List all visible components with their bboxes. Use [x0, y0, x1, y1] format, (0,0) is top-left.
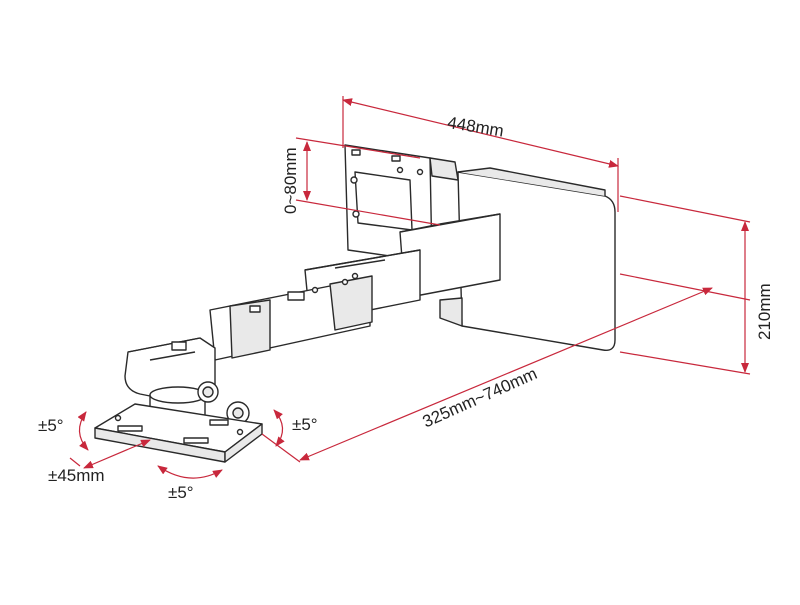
- vertical-adjust-dimension: [295, 137, 441, 226]
- height-label: 210mm: [755, 283, 774, 340]
- dimension-lines: [69, 96, 751, 479]
- swivel-arc: [157, 465, 223, 479]
- shift-label: ±45mm: [48, 466, 105, 485]
- tilt-left-arc: [77, 411, 89, 451]
- height-dimension: [619, 195, 751, 375]
- width-dimension: [342, 96, 619, 212]
- shift-dimension: [69, 439, 151, 469]
- base-plate: [94, 403, 263, 463]
- vertical-adjust-label: 0~80mm: [281, 147, 300, 214]
- tilt-left-label: ±5°: [38, 416, 64, 435]
- tilt-right-arc: [273, 409, 285, 447]
- wall-mount-drawing: [94, 144, 616, 463]
- tilt-right-label: ±5°: [292, 415, 318, 434]
- reach-dimension: [261, 287, 713, 463]
- swivel-label: ±5°: [168, 483, 194, 502]
